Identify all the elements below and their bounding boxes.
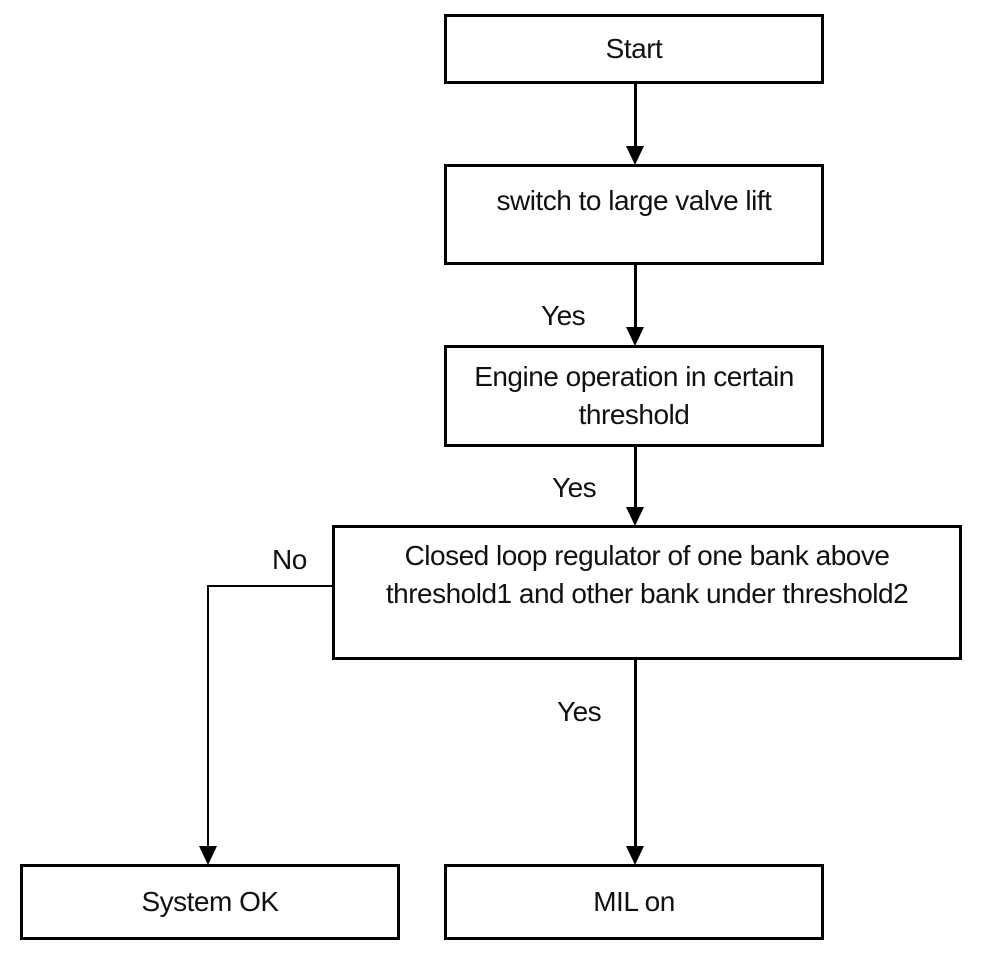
connector-engine-to-closedloop xyxy=(634,447,637,508)
connector-no-vertical xyxy=(207,585,209,847)
connector-no-horizontal xyxy=(207,585,332,587)
edge-label-no: No xyxy=(272,544,307,575)
node-mil-on: MIL on xyxy=(444,864,824,940)
node-system-ok-label: System OK xyxy=(141,886,279,917)
edge-label-yes-1: Yes xyxy=(541,300,586,331)
arrowhead-start-to-switch xyxy=(626,146,644,165)
node-switch-valve-lift-label: switch to large valve lift xyxy=(496,185,772,216)
arrowhead-no-to-systemok xyxy=(199,846,217,865)
connector-closedloop-to-mil xyxy=(634,660,637,847)
node-engine-operation-label: Engine operation in certain threshold xyxy=(474,361,794,430)
arrowhead-engine-to-closedloop xyxy=(626,507,644,526)
node-closed-loop-regulator-label: Closed loop regulator of one bank above … xyxy=(385,540,909,609)
node-switch-valve-lift: switch to large valve lift xyxy=(444,164,824,265)
node-engine-operation: Engine operation in certain threshold xyxy=(444,345,824,447)
node-system-ok: System OK xyxy=(20,864,400,940)
connector-start-to-switch xyxy=(634,84,637,147)
node-start: Start xyxy=(444,14,824,84)
arrowhead-switch-to-engine xyxy=(626,327,644,346)
node-start-label: Start xyxy=(605,33,663,64)
edge-label-yes-3: Yes xyxy=(557,696,602,727)
node-mil-on-label: MIL on xyxy=(593,886,675,917)
edge-label-yes-2: Yes xyxy=(552,472,597,503)
arrowhead-closedloop-to-mil xyxy=(626,846,644,865)
node-closed-loop-regulator: Closed loop regulator of one bank above … xyxy=(332,525,962,660)
connector-switch-to-engine xyxy=(634,265,637,328)
